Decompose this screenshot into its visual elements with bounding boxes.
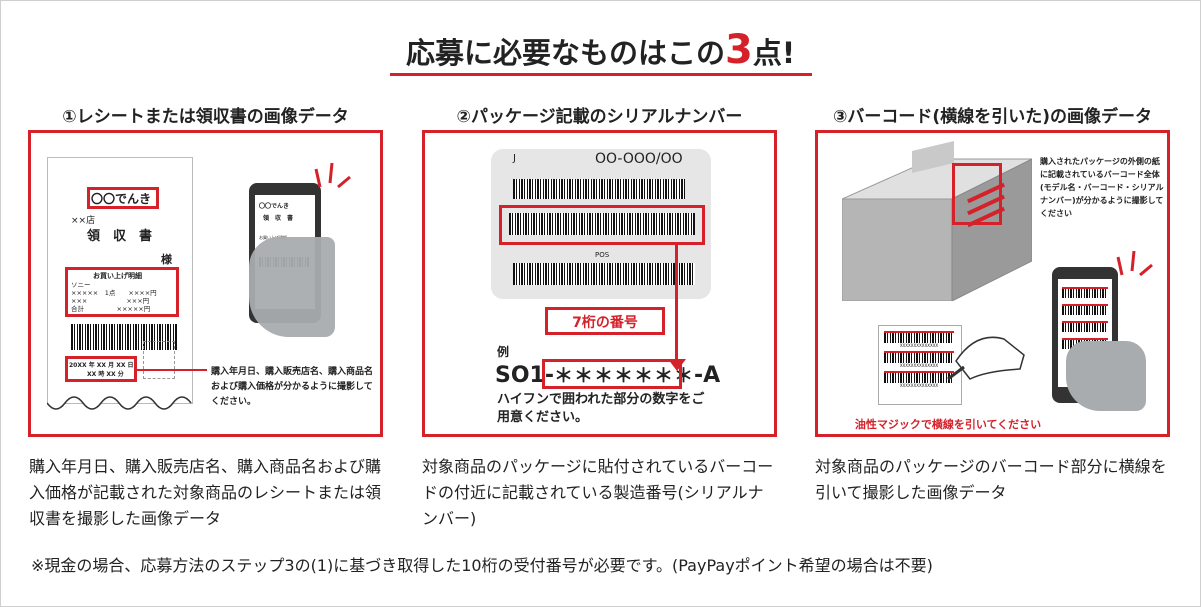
title-prefix: 応募に必要なものはこの bbox=[405, 36, 725, 70]
barcode-caption: XXXXXXXXXXXXXX bbox=[899, 343, 939, 348]
attention-mark-icon bbox=[1116, 250, 1153, 277]
label-j: J bbox=[513, 153, 516, 164]
receipt-barcode bbox=[71, 324, 177, 350]
column-heading-barcode: ③バーコード(横線を引いた)の画像データ bbox=[833, 107, 1152, 127]
serial-barcode-highlight bbox=[499, 205, 705, 245]
phone-store: 〇〇でんき bbox=[259, 203, 290, 210]
serial-instruction: ハイフンで囲われた部分の数字をご用意ください。 bbox=[497, 392, 705, 425]
footnote: ※現金の場合、応募方法のステップ3の(1)に基づき取得した10桁の受付番号が必要… bbox=[31, 556, 933, 575]
package-box-illustration bbox=[842, 141, 1032, 301]
title-number: 3 bbox=[724, 27, 753, 73]
marker-pen-icon bbox=[947, 336, 1025, 381]
title-suffix: 点! bbox=[752, 36, 796, 70]
label-barcode-1 bbox=[513, 179, 685, 199]
description-receipt: 購入年月日、購入販売店名、購入商品名および購入価格が記載された対象商品のレシート… bbox=[29, 457, 382, 528]
label-barcode-3 bbox=[513, 263, 695, 285]
store-name-highlight bbox=[87, 187, 159, 209]
box-barcode-highlight bbox=[952, 163, 1002, 225]
hand-illustration bbox=[1066, 341, 1146, 411]
label-barcode-2 bbox=[509, 213, 695, 235]
item-line: 合計 ×××××円 bbox=[71, 305, 151, 313]
description-serial: 対象商品のパッケージに貼付されているバーコードの付近に記載されている製造番号(シ… bbox=[422, 457, 774, 528]
receipt-dashed-box bbox=[143, 341, 175, 379]
column-heading-receipt: ①レシートまたは領収書の画像データ bbox=[62, 107, 349, 127]
page-title: 応募に必要なものはこの3点! bbox=[1, 27, 1200, 73]
phone-doc: 領 収 書 bbox=[263, 215, 294, 222]
receipt-torn-edge bbox=[47, 396, 192, 410]
serial-masked: ＊＊＊＊＊＊＊ bbox=[554, 365, 695, 387]
item-line: ××××× 1点 ××××円 bbox=[71, 289, 157, 297]
receipt-detail-head: お買い上げ明細 bbox=[93, 272, 142, 280]
digits-label: 7桁の番号 bbox=[572, 315, 638, 331]
item-line: ××× ×××円 bbox=[71, 297, 150, 305]
example-label: 例 bbox=[497, 345, 510, 359]
receipt-store: 〇〇でんき bbox=[91, 192, 152, 206]
barcode-callout: 購入されたパッケージの外側の紙に記載されているバーコード全体(モデル名・バーコー… bbox=[1040, 157, 1164, 218]
item-line: ソニー bbox=[71, 281, 91, 289]
hand-illustration bbox=[249, 237, 335, 337]
detail-highlight bbox=[65, 267, 179, 317]
receipt-branch: ××店 bbox=[71, 216, 96, 226]
barcode-caption: XXXXXXXXXXXXXX bbox=[899, 383, 939, 388]
title-underline bbox=[390, 73, 812, 76]
receipt-connector bbox=[137, 369, 207, 371]
attention-mark-icon bbox=[314, 162, 351, 189]
date-highlight bbox=[65, 356, 137, 382]
serial-digits-highlight bbox=[542, 359, 682, 389]
sheet-barcodes: XXXXXXXXXXXXXX XXXXXXXXXXXXXX XXXXXXXXXX… bbox=[884, 331, 954, 388]
receipt-honorific: 様 bbox=[161, 253, 172, 266]
receipt-paper bbox=[47, 157, 193, 404]
description-barcode: 対象商品のパッケージのバーコード部分に横線を引いて撮影した画像データ bbox=[815, 457, 1167, 502]
barcode-illustration: 購入されたパッケージの外側の紙に記載されているバーコード全体(モデル名・バーコー… bbox=[815, 130, 1170, 437]
receipt-time: XX 時 XX 分 bbox=[87, 371, 124, 378]
barcode-caption: XXXXXXXXXXXXXX bbox=[899, 363, 939, 368]
label-code-top: OO-OOO/OO bbox=[595, 151, 683, 167]
digits-label-box bbox=[545, 307, 665, 335]
receipt-doc-title: 領 収 書 bbox=[87, 229, 153, 244]
serial-example: SO1-＊＊＊＊＊＊＊-A bbox=[495, 361, 720, 388]
column-heading-serial: ②パッケージ記載のシリアルナンバー bbox=[456, 107, 743, 127]
arrow-line bbox=[675, 245, 678, 365]
receipt-illustration: 〇〇でんき ××店 領 収 書 様 お買い上げ明細 ソニー ××××× 1点 ×… bbox=[28, 130, 383, 437]
receipt-item-lines: ソニー ××××× 1点 ××××円 ××× ×××円 合計 ×××××円 bbox=[71, 281, 157, 313]
label-pos: POS bbox=[595, 251, 610, 259]
marker-instruction: 油性マジックで横線を引いてください bbox=[854, 418, 1042, 431]
receipt-callout: 購入年月日、購入販売店名、購入商品名および購入価格が分かるように撮影してください… bbox=[211, 367, 374, 407]
receipt-date: 20XX 年 XX 月 XX 日 bbox=[69, 362, 134, 369]
serial-suffix: -A bbox=[694, 363, 721, 388]
serial-illustration: J OO-OOO/OO POS 7桁の番号 例 SO1-＊＊＊＊＊＊＊-A ハイ… bbox=[422, 130, 777, 437]
